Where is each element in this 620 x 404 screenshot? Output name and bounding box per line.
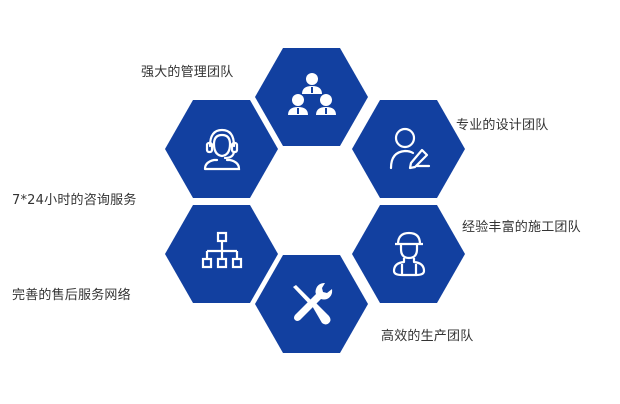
label-management: 强大的管理团队 [141, 65, 234, 80]
user-edit-icon [389, 127, 430, 170]
hex-production [255, 255, 368, 353]
headset-support-icon [203, 128, 240, 171]
label-design: 专业的设计团队 [456, 118, 549, 133]
hex-management [255, 48, 368, 146]
construction-worker-icon [392, 231, 425, 277]
hex-service [165, 100, 278, 198]
hexagon-shape [352, 100, 465, 198]
hex-network [165, 205, 278, 303]
hexagon-shape [165, 100, 278, 198]
label-network: 完善的售后服务网络 [12, 288, 131, 303]
tools-icon [292, 283, 332, 325]
team-hierarchy-icon [287, 73, 336, 115]
label-production: 高效的生产团队 [381, 329, 474, 344]
hexagon-shape [352, 205, 465, 303]
hex-construction [352, 205, 465, 303]
hexagon-shape [255, 48, 368, 146]
hex-design [352, 100, 465, 198]
label-construction: 经验丰富的施工团队 [462, 220, 581, 235]
network-tree-icon [201, 231, 242, 269]
label-service: 7*24小时的咨询服务 [12, 193, 137, 208]
